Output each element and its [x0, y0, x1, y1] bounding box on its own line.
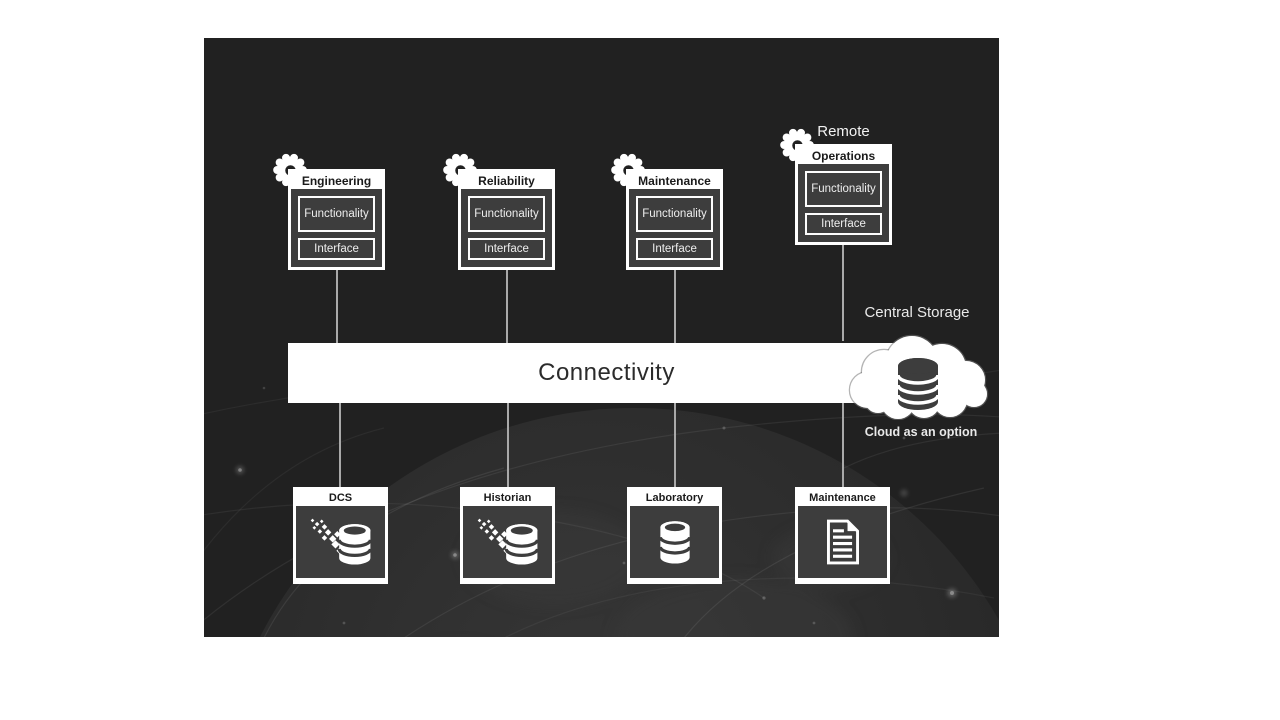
connector-storage-maintenance [842, 403, 844, 487]
source-title: Historian [483, 492, 532, 504]
database-icon [658, 521, 691, 564]
functionality-box: Functionality [298, 196, 375, 232]
interface-box: Interface [805, 213, 882, 235]
source-box-dcs: DCS [293, 487, 388, 584]
connector-bus-historian [507, 403, 509, 487]
functionality-box: Functionality [636, 196, 713, 232]
connectivity-label: Connectivity [538, 359, 675, 386]
diagram-slide: Connectivity Engineering Functionality I… [204, 38, 999, 637]
source-title: Laboratory [645, 492, 704, 504]
database-icon [896, 358, 940, 410]
connectivity-bar: Connectivity [288, 343, 925, 403]
app-box-remote-operations: Remote Operations Functionality Interfac… [780, 122, 892, 245]
source-box-laboratory: Laboratory [627, 487, 722, 584]
app-title: Reliability [478, 173, 535, 188]
app-title: Engineering [301, 173, 372, 188]
connector-bus-dcs [339, 403, 341, 487]
connector-bus-laboratory [674, 403, 676, 487]
document-icon [826, 519, 859, 565]
app-pretitle: Remote [817, 123, 870, 140]
interface-box: Interface [636, 238, 713, 260]
central-storage-title: Central Storage [864, 304, 970, 321]
app-title: Maintenance [638, 173, 711, 188]
app-pretitle [626, 147, 723, 169]
app-box-maintenance: Maintenance Functionality Interface [611, 147, 723, 270]
connector-reliability-bus [506, 270, 508, 344]
connector-engineering-bus [336, 270, 338, 344]
interface-box: Interface [298, 238, 375, 260]
app-pretitle [288, 147, 385, 169]
cloud-option-caption: Cloud as an option [864, 425, 978, 439]
cloud-database-icon [848, 334, 989, 420]
app-box-engineering: Engineering Functionality Interface [273, 147, 385, 270]
interface-box: Interface [468, 238, 545, 260]
connector-maintenance-bus [674, 270, 676, 344]
functionality-box: Functionality [805, 171, 882, 207]
connector-remote-operations-storage [842, 241, 844, 341]
app-title: Operations [811, 148, 876, 163]
app-box-reliability: Reliability Functionality Interface [443, 147, 555, 270]
source-box-historian: Historian [460, 487, 555, 584]
source-title: Maintenance [809, 492, 876, 504]
functionality-box: Functionality [468, 196, 545, 232]
database-stream-icon [477, 518, 539, 565]
source-box-maintenance: Maintenance [795, 487, 890, 584]
database-stream-icon [310, 518, 372, 565]
source-title: DCS [328, 492, 353, 504]
app-pretitle [458, 147, 555, 169]
